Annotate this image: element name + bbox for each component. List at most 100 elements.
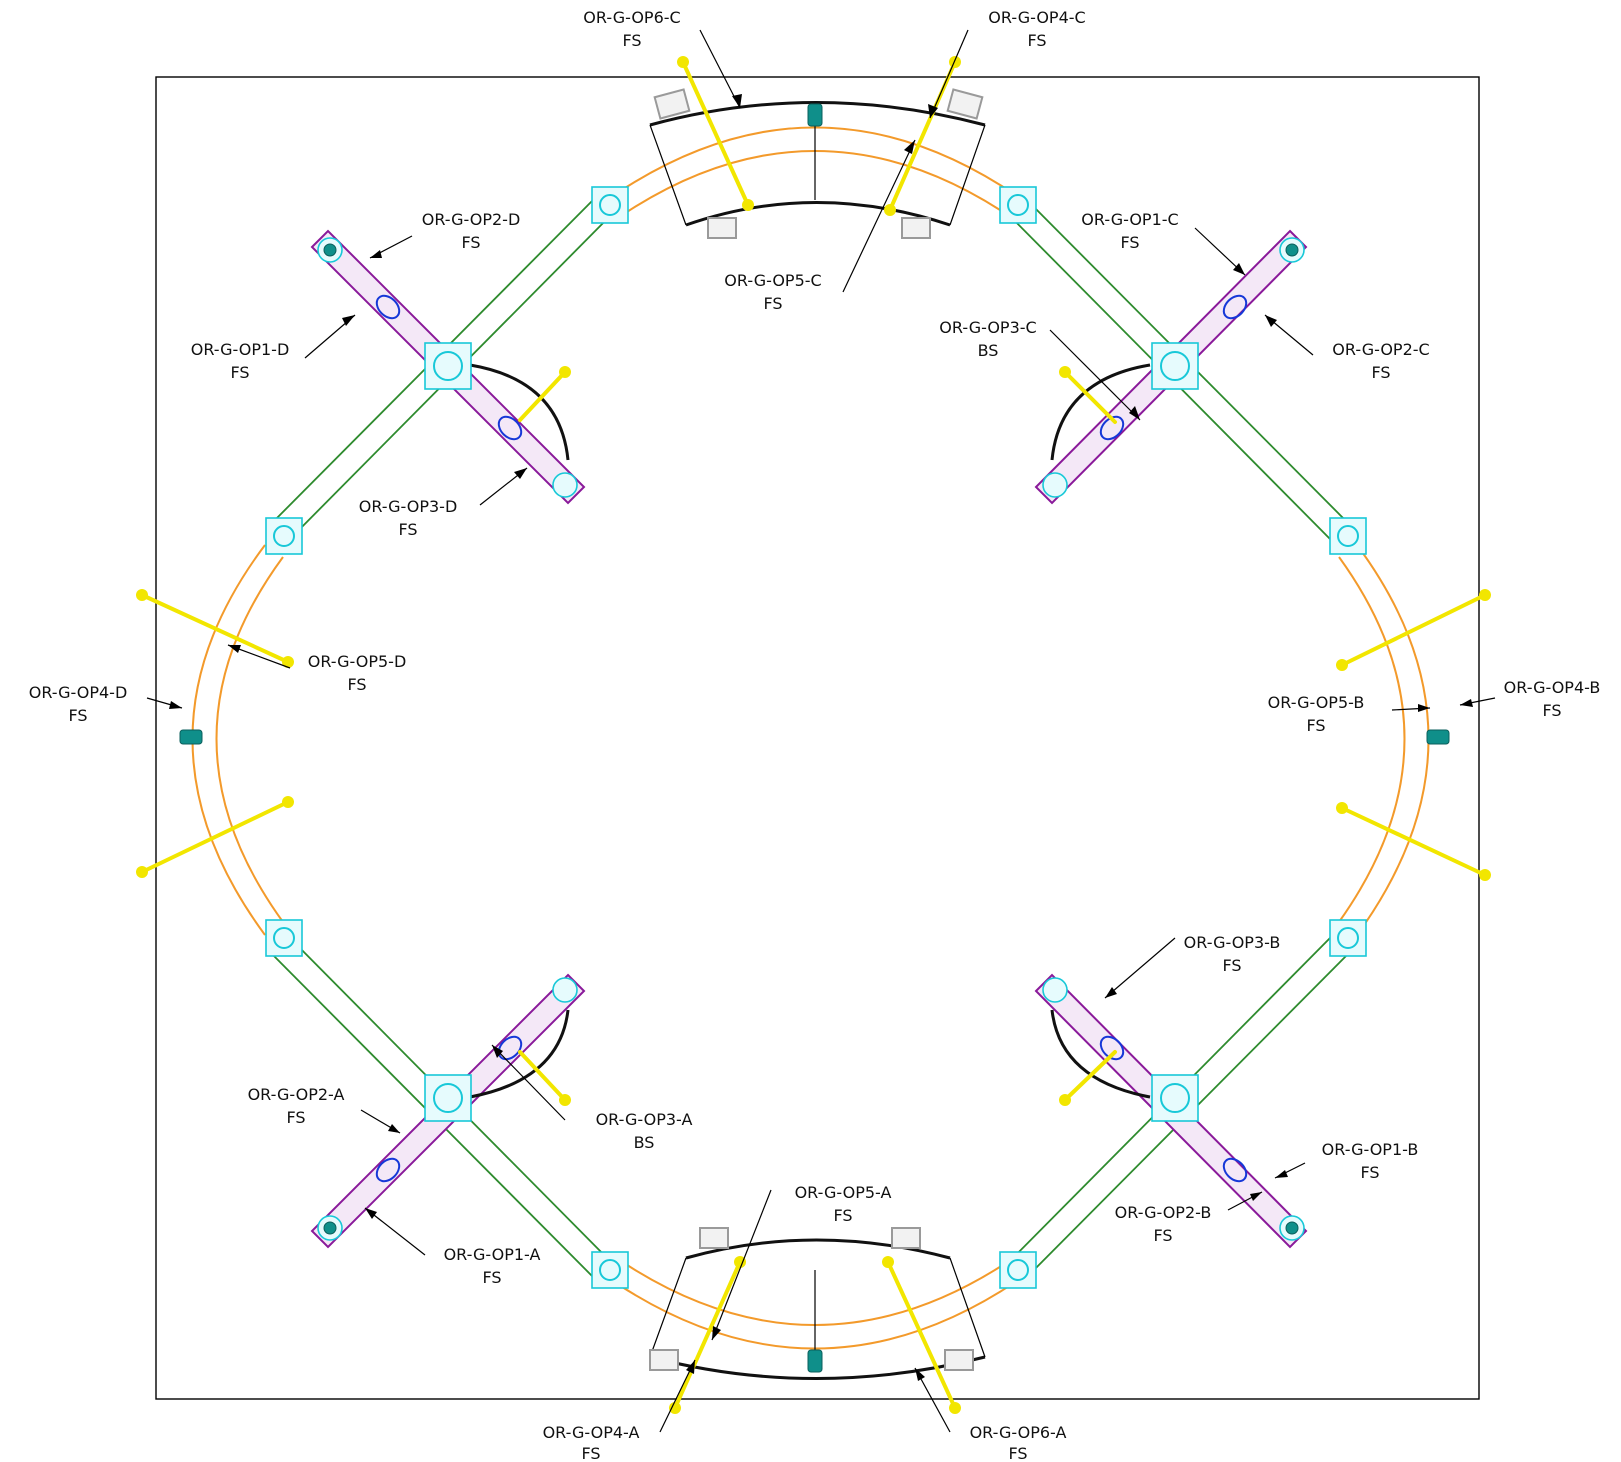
callout-op6-c-id: OR-G-OP6-C [583,8,680,27]
hoist-d-2 [497,415,523,441]
curved-rail-top [599,101,1031,227]
hub-bottom-left [591,1251,629,1289]
callout-op6-c-face: FS [622,31,641,50]
bracket-top-3 [707,217,737,239]
callout-op4-d-face: FS [68,706,87,725]
arc-c [1050,363,1151,461]
marker-truss-d [323,243,337,257]
callout-op2-c-id: OR-G-OP2-C [1332,340,1429,359]
callout-op1-d-id: OR-G-OP1-D [191,340,290,359]
arc-d [469,363,570,461]
bracket-top-4 [901,217,931,239]
marker-truss-b [1285,1221,1299,1235]
marker-top [807,103,823,127]
callout-op3-c-id: OR-G-OP3-C [939,318,1036,337]
bracket-bottom-3 [649,1349,679,1371]
truss-end-a-inner [552,977,578,1003]
hub-left-upper [265,517,303,555]
callout-op2-d-id: OR-G-OP2-D [422,210,521,229]
callout-op4-d: OR-G-OP4-D FS [29,683,128,725]
callout-op3-a: OR-G-OP3-A BS [596,1110,693,1152]
callout-op5-c-face: FS [763,294,782,313]
callout-op6-a-id: OR-G-OP6-A [970,1423,1067,1442]
callout-op1-b: OR-G-OP1-B FS [1322,1140,1419,1182]
callout-op1-c: OR-G-OP1-C FS [1081,210,1178,252]
callout-op1-c-id: OR-G-OP1-C [1081,210,1178,229]
hoist-c-2 [1099,415,1125,441]
callout-op5-d-id: OR-G-OP5-D [308,652,407,671]
callout-op1-a-id: OR-G-OP1-A [444,1245,541,1264]
callout-op6-a: OR-G-OP6-A FS [970,1423,1067,1462]
callout-op1-b-id: OR-G-OP1-B [1322,1140,1419,1159]
marker-truss-a [323,1221,337,1235]
hoist-a-2 [375,1157,401,1183]
callout-op4-b-face: FS [1542,701,1561,720]
callout-op1-c-face: FS [1120,233,1139,252]
yellow-sticks [136,56,1491,1414]
callout-op4-b-id: OR-G-OP4-B [1504,678,1601,697]
truss-end-d-inner [552,472,578,498]
callout-op6-a-face: FS [1008,1444,1027,1462]
callout-op3-c-face: BS [978,341,999,360]
callout-op6-c: OR-G-OP6-C FS [583,8,680,50]
callout-op5-b-id: OR-G-OP5-B [1268,693,1365,712]
callout-op5-a-id: OR-G-OP5-A [795,1183,892,1202]
arc-b [1050,1009,1151,1099]
marker-truss-c [1285,243,1299,257]
callout-op2-b: OR-G-OP2-B FS [1115,1203,1212,1245]
callout-op2-c-face: FS [1371,363,1390,382]
bracket-bottom-2 [891,1227,921,1249]
callout-op2-b-id: OR-G-OP2-B [1115,1203,1212,1222]
callout-op5-d: OR-G-OP5-D FS [308,652,407,694]
callout-op4-a-id: OR-G-OP4-A [543,1423,640,1442]
hub-b-main [1151,1074,1199,1122]
hub-left-lower [265,919,303,957]
hoist-d-1 [375,294,401,320]
drawing-frame [155,76,1480,1400]
curved-rail-bottom [599,1238,1031,1380]
hoist-a-1 [497,1035,523,1061]
hub-a-main [424,1074,472,1122]
hub-right-upper [1329,517,1367,555]
callout-op3-a-face: BS [634,1133,655,1152]
marker-left [179,729,203,745]
callout-op2-a-id: OR-G-OP2-A [248,1085,345,1104]
callout-op2-a-face: FS [286,1108,305,1127]
bracket-bottom-1 [699,1227,729,1249]
callout-op1-d-face: FS [230,363,249,382]
callout-op5-a: OR-G-OP5-A FS [795,1183,892,1225]
curved-rail-left [191,544,284,936]
callout-op2-a: OR-G-OP2-A FS [248,1085,345,1127]
callout-op5-b: OR-G-OP5-B FS [1268,693,1365,735]
callout-op5-c-id: OR-G-OP5-C [724,271,821,290]
callout-op4-c: OR-G-OP4-C FS [988,8,1085,50]
arc-a [469,1009,570,1099]
callout-op5-c: OR-G-OP5-C FS [724,271,821,313]
callout-leaders [146,29,1496,1433]
callout-op4-a: OR-G-OP4-A FS [543,1423,640,1462]
callout-op3-a-id: OR-G-OP3-A [596,1110,693,1129]
callout-op4-c-face: FS [1027,31,1046,50]
hoist-b-1 [1099,1035,1125,1061]
hoist-c-1 [1222,294,1248,320]
callout-op5-a-face: FS [833,1206,852,1225]
truss-end-b-inner [1042,977,1068,1003]
marker-bottom [807,1349,823,1373]
callout-op2-b-face: FS [1153,1226,1172,1245]
callout-op3-b: OR-G-OP3-B FS [1184,933,1281,975]
hub-top-left [591,186,629,224]
callout-op3-d-id: OR-G-OP3-D [359,497,458,516]
callout-op4-d-id: OR-G-OP4-D [29,683,128,702]
callout-op2-c: OR-G-OP2-C FS [1332,340,1429,382]
callout-op2-d: OR-G-OP2-D FS [422,210,521,252]
callout-op5-b-face: FS [1306,716,1325,735]
bracket-bottom-4 [944,1349,974,1371]
curved-rail-right [1338,544,1430,936]
callout-op2-d-face: FS [461,233,480,252]
callout-op1-d: OR-G-OP1-D FS [191,340,290,382]
hoist-b-2 [1222,1157,1248,1183]
hub-c-main [1151,342,1199,390]
callout-op1-b-face: FS [1360,1163,1379,1182]
hub-d-main [424,342,472,390]
